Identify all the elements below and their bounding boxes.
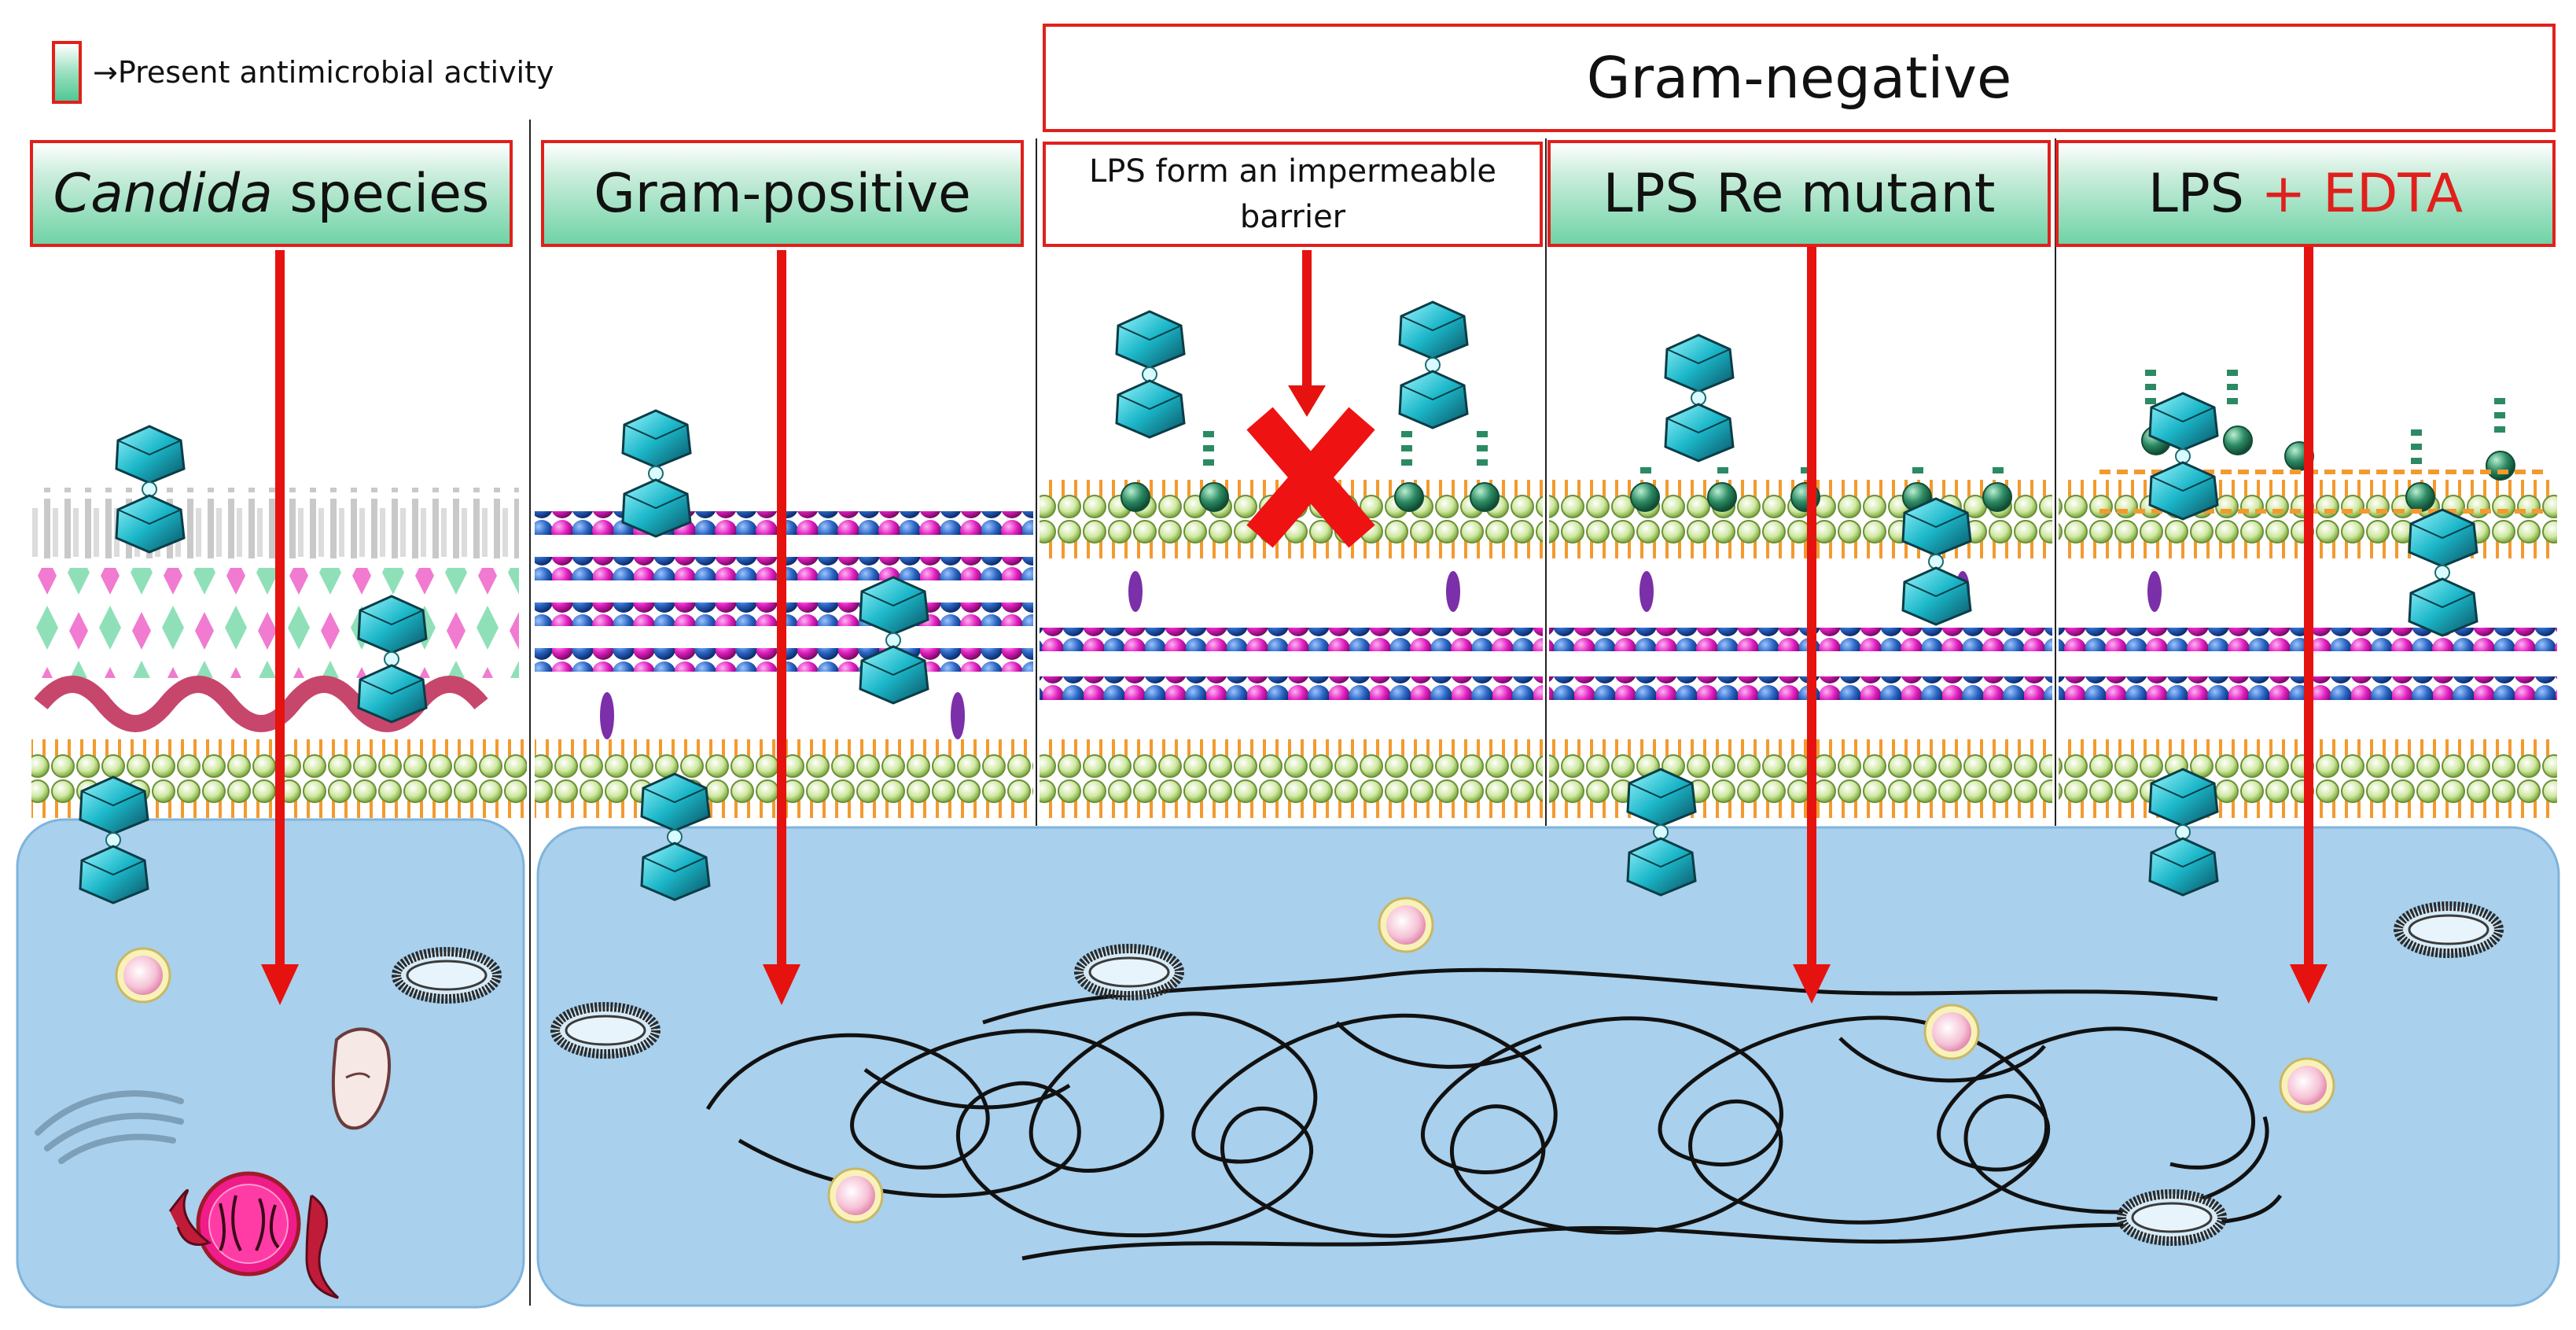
candida-title-rest: species xyxy=(272,162,490,225)
blocked-x-icon xyxy=(1246,407,1375,548)
panel-header-lps-barrier: LPS form an impermeable barrier xyxy=(1043,142,1543,247)
peptide-icon xyxy=(2148,392,2219,521)
plasmid-icon xyxy=(2398,906,2499,953)
legend-arrow-icon: → xyxy=(93,55,118,90)
vesicle-icon xyxy=(827,1167,884,1224)
peptide-icon xyxy=(1115,310,1186,439)
panel-dividers xyxy=(529,120,2056,1306)
peptide-icon xyxy=(1664,333,1735,462)
legend-label: Present antimicrobial activity xyxy=(117,55,554,90)
legend-swatch xyxy=(52,41,82,104)
arrow-down-icon xyxy=(1793,247,1831,1004)
gram-negative-label: Gram-negative xyxy=(1586,45,2012,111)
gram-negative-header: Gram-negative xyxy=(1043,24,2556,132)
peptide-icon xyxy=(2408,508,2478,637)
gram-positive-title: Gram-positive xyxy=(594,162,971,225)
gram-negative-wall-1 xyxy=(1040,431,1543,822)
plasmid-icon xyxy=(396,952,497,999)
vesicle-icon xyxy=(115,947,171,1004)
arrow-down-icon xyxy=(2290,247,2328,1004)
panel-header-candida: Candida species xyxy=(30,140,513,247)
plasmid-icon xyxy=(2122,1194,2222,1241)
lps-edta-title-red: + EDTA xyxy=(2243,162,2464,225)
plasmid-icon xyxy=(555,1007,656,1054)
arrow-down-icon xyxy=(1288,250,1326,417)
vesicle-icon xyxy=(2279,1057,2335,1114)
vesicle-icon xyxy=(1378,897,1434,953)
plasmid-icon xyxy=(1079,949,1179,996)
peptide-icon xyxy=(1398,300,1469,429)
mitochondrion-icon xyxy=(331,1027,392,1130)
lps-edta-title-black: LPS xyxy=(2147,162,2244,225)
panel-header-lps-re-mutant: LPS Re mutant xyxy=(1547,140,2051,247)
lps-re-mutant-title: LPS Re mutant xyxy=(1603,162,1996,225)
peptide-icon xyxy=(859,576,929,705)
nucleus-icon xyxy=(168,1171,339,1299)
bacteria-cytoplasm xyxy=(536,826,2560,1307)
lps-barrier-title: LPS form an impermeable barrier xyxy=(1088,153,1497,235)
peptide-icon xyxy=(621,409,692,538)
golgi-icon xyxy=(35,1090,184,1164)
panel-header-gram-positive: Gram-positive xyxy=(541,140,1024,247)
candida-title-italic: Candida xyxy=(53,162,273,225)
panel-header-lps-edta: LPS + EDTA xyxy=(2055,140,2556,247)
legend-text: →Present antimicrobial activity xyxy=(93,55,554,90)
arrow-down-icon xyxy=(261,250,299,1005)
gram-negative-wall-2 xyxy=(1549,467,2052,822)
arrow-down-icon xyxy=(763,250,800,1005)
vesicle-icon xyxy=(1923,1004,1980,1060)
